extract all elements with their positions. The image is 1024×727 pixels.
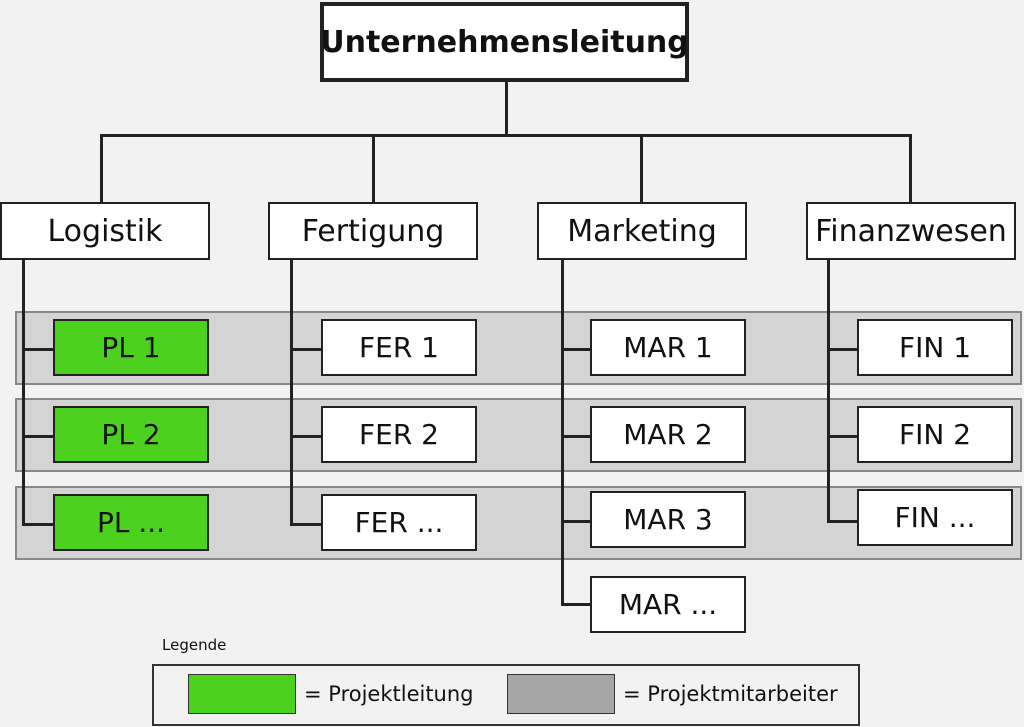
member-fer-3: FER ... — [321, 494, 477, 551]
spine-finanzwesen — [827, 258, 830, 522]
branch-mar-1 — [561, 348, 592, 351]
spine-marketing — [561, 258, 564, 605]
branch-mar-3 — [561, 520, 592, 523]
member-mar-4: MAR ... — [590, 576, 746, 633]
member-mar-3-label: MAR 3 — [623, 503, 713, 536]
dept-finanzwesen-label: Finanzwesen — [815, 213, 1007, 249]
member-fin-2-label: FIN 2 — [898, 418, 972, 451]
dept-fertigung-label: Fertigung — [301, 213, 445, 249]
dept-finanzwesen: Finanzwesen — [806, 202, 1016, 260]
member-mar-2-label: MAR 2 — [623, 418, 713, 451]
branch-fin-1 — [827, 348, 858, 351]
branch-fin-3 — [827, 520, 858, 523]
connector-root-down — [505, 80, 508, 136]
dept-marketing: Marketing — [537, 202, 747, 260]
member-fin-1-label: FIN 1 — [898, 331, 972, 364]
dept-logistik: Logistik — [0, 202, 210, 260]
member-fin-1: FIN 1 — [857, 319, 1013, 376]
member-fin-2: FIN 2 — [857, 406, 1013, 463]
branch-mar-2 — [561, 435, 592, 438]
member-fer-1: FER 1 — [321, 319, 477, 376]
connector-marketing — [640, 134, 643, 204]
member-pl-3-label: PL ... — [96, 506, 166, 539]
member-fer-3-label: FER ... — [354, 506, 444, 539]
connector-logistik — [100, 134, 103, 204]
branch-fer-3 — [290, 523, 322, 526]
branch-pl-2 — [22, 435, 54, 438]
root-node-label: Unternehmensleitung — [320, 24, 689, 60]
member-pl-1-label: PL 1 — [101, 331, 161, 364]
branch-fer-1 — [290, 348, 322, 351]
member-pl-2: PL 2 — [53, 406, 209, 463]
branch-pl-3 — [22, 523, 54, 526]
member-pl-2-label: PL 2 — [101, 418, 161, 451]
member-mar-4-label: MAR ... — [618, 588, 718, 621]
member-mar-1-label: MAR 1 — [623, 331, 713, 364]
member-pl-3: PL ... — [53, 494, 209, 551]
member-pl-1: PL 1 — [53, 319, 209, 376]
member-fer-2: FER 2 — [321, 406, 477, 463]
member-fer-1-label: FER 1 — [359, 331, 439, 364]
member-fin-3-label: FIN ... — [894, 501, 976, 534]
member-fin-3: FIN ... — [857, 489, 1013, 546]
legend-label-member: = Projektmitarbeiter — [623, 682, 838, 706]
member-mar-1: MAR 1 — [590, 319, 746, 376]
legend-swatch-lead — [188, 674, 296, 714]
member-mar-2: MAR 2 — [590, 406, 746, 463]
connector-fertigung — [372, 134, 375, 204]
spine-logistik — [22, 258, 25, 525]
member-mar-3: MAR 3 — [590, 491, 746, 548]
root-node: Unternehmensleitung — [320, 2, 689, 82]
legend-title: Legende — [162, 636, 227, 654]
connector-horizontal-bus — [100, 134, 912, 137]
dept-marketing-label: Marketing — [567, 213, 717, 249]
branch-fin-2 — [827, 435, 858, 438]
legend-label-lead: = Projektleitung — [304, 682, 474, 706]
dept-logistik-label: Logistik — [47, 213, 163, 249]
dept-fertigung: Fertigung — [268, 202, 478, 260]
legend-swatch-member — [507, 674, 615, 714]
member-fer-2-label: FER 2 — [359, 418, 439, 451]
branch-fer-2 — [290, 435, 322, 438]
spine-fertigung — [290, 258, 293, 525]
connector-finanzwesen — [909, 134, 912, 204]
branch-mar-4 — [561, 603, 592, 606]
branch-pl-1 — [22, 348, 54, 351]
